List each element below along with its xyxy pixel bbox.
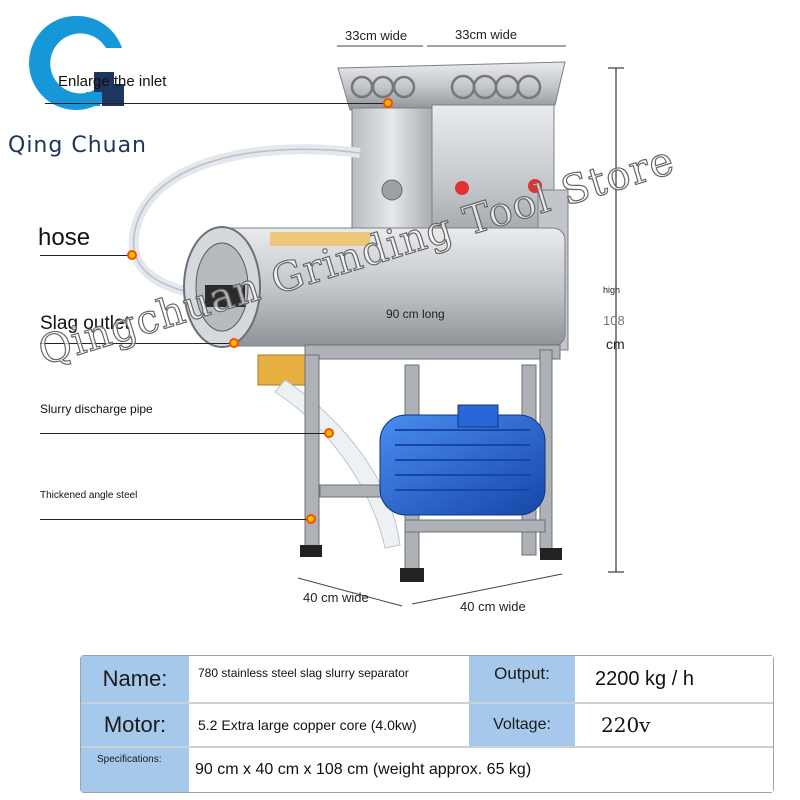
callout-steel-label: Thickened angle steel xyxy=(40,490,138,501)
spec-label-cell: Specifications: xyxy=(81,748,189,792)
voltage-value: 220v xyxy=(601,713,651,737)
name-label-cell: Name: xyxy=(81,656,189,702)
machine-illustration xyxy=(128,45,624,607)
dim-length: 90 cm long xyxy=(386,307,445,321)
row-divider xyxy=(81,702,773,704)
callout-inlet-label: Enlarge the inlet xyxy=(58,73,167,90)
output-value: 2200 kg / h xyxy=(595,667,694,690)
callout-inlet-marker-icon xyxy=(383,98,393,108)
name-value-cell: 780 stainless steel slag slurry separato… xyxy=(191,656,467,702)
spec-table: Name: 780 stainless steel slag slurry se… xyxy=(80,655,774,793)
spec-value-cell: 90 cm x 40 cm x 108 cm (weight approx. 6… xyxy=(191,748,773,792)
output-label: Output: xyxy=(494,664,550,683)
voltage-label-cell: Voltage: xyxy=(469,704,575,746)
row-divider xyxy=(81,746,773,748)
name-value: 780 stainless steel slag slurry separato… xyxy=(198,666,409,680)
output-label-cell: Output: xyxy=(469,656,575,702)
callout-slag-marker-icon xyxy=(229,338,239,348)
callout-slurry-leader xyxy=(40,433,325,434)
callout-hose-leader xyxy=(40,255,130,256)
motor-value: 5.2 Extra large copper core (4.0kw) xyxy=(198,717,417,733)
callout-steel-marker-icon xyxy=(306,514,316,524)
callout-hose-label: hose xyxy=(38,224,91,251)
dim-top-right-width: 33cm wide xyxy=(455,27,518,42)
dim-height-value: 108 xyxy=(603,313,625,328)
callout-inlet-leader xyxy=(45,103,385,104)
name-label: Name: xyxy=(102,666,168,691)
callout-slag-leader xyxy=(40,343,230,344)
motor-value-cell: 5.2 Extra large copper core (4.0kw) xyxy=(191,704,467,746)
spec-label: Specifications: xyxy=(97,754,162,765)
spec-value: 90 cm x 40 cm x 108 cm (weight approx. 6… xyxy=(195,761,532,778)
callout-slurry-label: Slurry discharge pipe xyxy=(40,402,153,416)
dim-base-right-width: 40 cm wide xyxy=(460,599,526,614)
motor-label: Motor: xyxy=(103,712,167,737)
brand-logo-icon xyxy=(29,15,124,110)
callout-slurry-marker-icon xyxy=(324,428,334,438)
brand-name: Qing Chuan xyxy=(8,133,148,158)
voltage-label: Voltage: xyxy=(493,716,551,733)
callout-slag-label: Slag outlet xyxy=(40,313,130,334)
dim-top-left-width: 33cm wide xyxy=(345,28,408,43)
voltage-value-cell: 220v xyxy=(577,704,773,746)
callout-steel-leader xyxy=(40,519,308,520)
output-value-cell: 2200 kg / h xyxy=(577,656,773,702)
dim-height-word: high xyxy=(603,285,621,295)
dim-height-unit: cm xyxy=(606,336,625,352)
dim-base-left-width: 40 cm wide xyxy=(303,590,369,605)
callout-hose-marker-icon xyxy=(127,250,137,260)
motor-label-cell: Motor: xyxy=(81,704,189,746)
